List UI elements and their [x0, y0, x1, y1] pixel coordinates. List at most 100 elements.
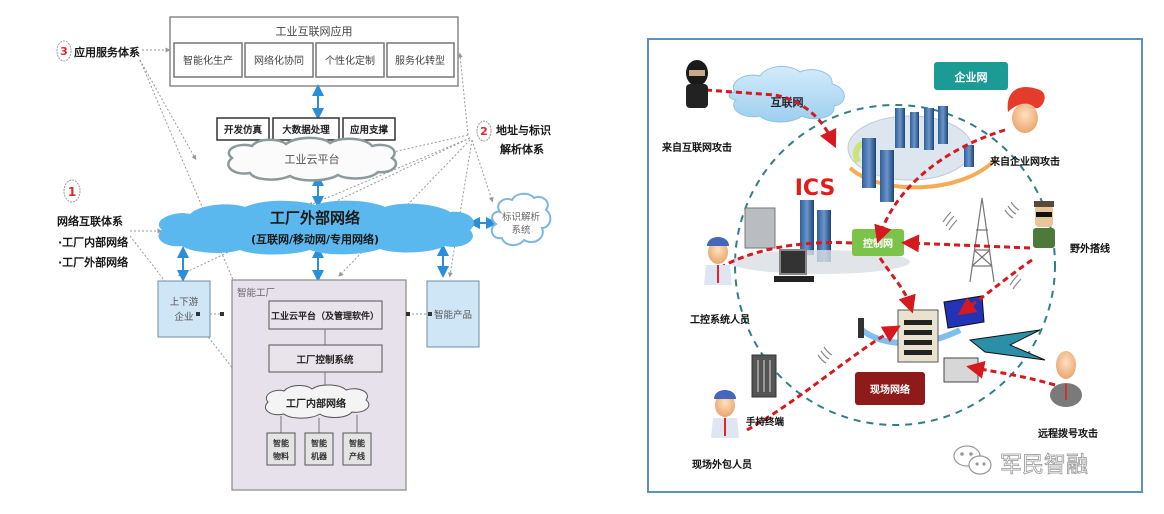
- smart-product: 智能产品: [426, 280, 480, 348]
- field-controller-icon: [943, 357, 979, 383]
- right-diagram: 互联网 企业网 ICS: [647, 38, 1143, 493]
- svg-text:·工厂外部网络: ·工厂外部网络: [58, 255, 128, 269]
- callout-number: 1: [68, 185, 76, 199]
- field-devices: [751, 295, 1046, 398]
- field-network: 现场网络: [855, 372, 925, 405]
- svg-text:现场外包人员: 现场外包人员: [692, 458, 752, 471]
- svg-text:机器: 机器: [311, 451, 328, 461]
- svg-text:智能: 智能: [273, 438, 289, 448]
- server-icon: [744, 207, 776, 249]
- factory-device: 智能 物料: [266, 432, 296, 466]
- handheld-device-icon: [858, 318, 864, 338]
- network-switch-icon: [943, 295, 985, 329]
- upstream-downstream-enterprise: 上下游 企业: [157, 280, 211, 338]
- wechat-icon: [953, 445, 992, 475]
- control-network: 控制网: [852, 229, 904, 256]
- callout-address-identifier-system: 2 地址与标识 解析体系: [476, 120, 551, 156]
- svg-text:上下游: 上下游: [170, 296, 199, 308]
- svg-text:·工厂内部网络: ·工厂内部网络: [58, 235, 128, 249]
- field-wiretap-attacker: 野外搭线: [1033, 201, 1110, 255]
- perimeter-dashed-circle: [734, 104, 1056, 426]
- svg-text:物料: 物料: [273, 451, 289, 461]
- platform-module: 应用支撑: [342, 117, 396, 141]
- callout-number: 3: [60, 45, 68, 58]
- app-item: 智能化生产: [173, 42, 243, 78]
- svg-text:产线: 产线: [349, 451, 365, 461]
- app-item: 服务化转型: [386, 42, 455, 78]
- control-network-label: 控制网: [863, 237, 893, 250]
- onsite-contractor: 现场外包人员: [692, 390, 752, 471]
- callout-network-interconnection-system: 1 网络互联体系 ·工厂内部网络 ·工厂外部网络: [57, 179, 128, 269]
- svg-text:标识解析: 标识解析: [502, 211, 541, 223]
- remote-dialup-attacker: 远程拨号攻击: [1038, 351, 1098, 440]
- factory-control-system: 工厂控制系统: [296, 354, 354, 366]
- computer-monitor-icon: [779, 249, 807, 275]
- factory-device: 智能 机器: [304, 432, 334, 466]
- callout-number: 2: [480, 125, 488, 138]
- ninja-icon: [686, 60, 708, 108]
- svg-text:远程拨号攻击: 远程拨号攻击: [1038, 427, 1098, 440]
- enterprise-network-area: 企业网: [847, 62, 1008, 202]
- svg-text:网络化协同: 网络化协同: [254, 54, 304, 67]
- svg-text:智能化生产: 智能化生产: [183, 54, 233, 67]
- app-item: 个性化定制: [315, 42, 385, 78]
- svg-text:系统: 系统: [511, 224, 531, 236]
- svg-text:来自互联网攻击: 来自互联网攻击: [661, 141, 732, 154]
- blue-arrows: [177, 84, 498, 282]
- smart-factory-label: 智能工厂: [237, 287, 275, 299]
- svg-text:应用支撑: 应用支撑: [350, 124, 389, 136]
- svg-text:服务化转型: 服务化转型: [395, 54, 445, 67]
- external-network-subtitle: (互联网/移动网/专用网络): [251, 232, 379, 246]
- svg-text:开发仿真: 开发仿真: [224, 124, 263, 136]
- enterprise-network-badge: [934, 62, 1008, 90]
- internet-cloud: 互联网: [728, 66, 845, 123]
- red-hat-person-icon: [1007, 86, 1045, 133]
- svg-text:智能: 智能: [349, 438, 365, 448]
- external-network-cloud: 工厂外部网络 (互联网/移动网/专用网络): [158, 200, 474, 255]
- attack-paths: [705, 88, 1056, 432]
- contractor-person-icon: [711, 390, 739, 438]
- watermark-text: 军民智融: [1000, 453, 1088, 478]
- bald-person-icon: [1050, 351, 1082, 407]
- svg-text:工控系统人员: 工控系统人员: [690, 313, 750, 326]
- cloud-platform-label: 工业云平台: [285, 152, 340, 166]
- radio-tower-icon: [969, 197, 995, 283]
- connector-dots: [196, 312, 432, 316]
- keyboard-icon: [774, 276, 814, 282]
- svg-text:应用服务体系: 应用服务体系: [74, 45, 140, 59]
- svg-text:网络互联体系: 网络互联体系: [57, 214, 123, 228]
- svg-text:地址与标识: 地址与标识: [496, 123, 551, 137]
- platform-module: 大数据处理: [272, 117, 340, 141]
- factory-device: 智能 产线: [342, 432, 372, 466]
- enterprise-attacker: 来自企业网攻击: [989, 86, 1060, 168]
- field-network-badge: [855, 372, 925, 405]
- ics-label: ICS: [795, 176, 836, 201]
- external-network-title: 工厂外部网络: [270, 209, 360, 227]
- svg-text:来自企业网攻击: 来自企业网攻击: [989, 155, 1060, 168]
- staff-person-icon: [704, 237, 732, 285]
- industrial-internet-app-layer: 工业互联网应用 智能化生产 网络化协同 个性化定制 服务化转型: [169, 16, 459, 87]
- factory-cloud-platform-mgmt: 工业云平台（及管理软件）: [271, 310, 379, 322]
- svg-text:企业: 企业: [174, 311, 193, 323]
- internet-cloud-label: 互联网: [771, 95, 804, 109]
- svg-text:智能: 智能: [311, 438, 327, 448]
- id-resolution-system-cloud: 标识解析 系统: [490, 192, 552, 246]
- industrial-cloud-platform: 工业云平台: [227, 136, 398, 182]
- enterprise-network-label: 企业网: [954, 70, 988, 84]
- app-item: 网络化协同: [244, 42, 314, 78]
- platform-module: 开发仿真: [216, 117, 270, 141]
- internet-attacker: 来自互联网攻击: [661, 60, 732, 154]
- smart-factory: 智能工厂 工业云平台（及管理软件） 工厂控制系统 工厂内部网络 智能 物料: [231, 279, 407, 491]
- callout-application-service-system: 3 应用服务体系: [56, 40, 140, 62]
- app-layer-title: 工业互联网应用: [276, 24, 353, 38]
- handheld-terminal-label: 手持终端: [746, 416, 785, 428]
- wireless-signal-icons: [817, 201, 1022, 364]
- sunglasses-person-icon: [1033, 201, 1055, 248]
- lightning-icon: [968, 329, 1046, 361]
- left-diagram: 工业互联网应用 智能化生产 网络化协同 个性化定制 服务化转型: [56, 16, 552, 491]
- svg-text:解析体系: 解析体系: [500, 142, 544, 156]
- svg-text:个性化定制: 个性化定制: [325, 54, 375, 67]
- ics-staff: 工控系统人员: [690, 237, 750, 326]
- platform-modules: 开发仿真 大数据处理 应用支撑: [216, 117, 396, 141]
